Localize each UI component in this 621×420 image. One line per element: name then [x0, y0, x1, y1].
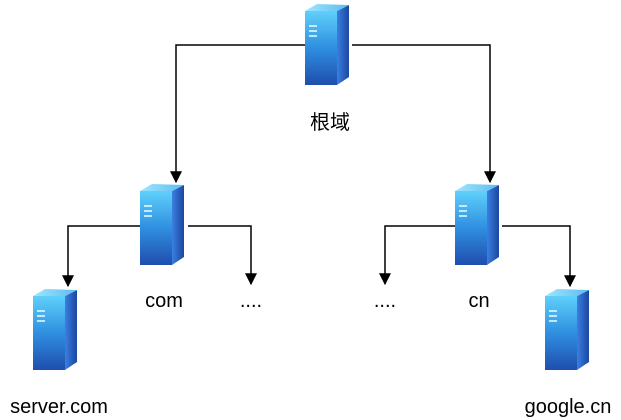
google-cn-icon [545, 289, 589, 370]
cn-dots-label: .... [374, 290, 396, 312]
root-server-icon [305, 4, 349, 85]
edge-cn-to-google [502, 225, 576, 288]
edge-root-to-com [170, 44, 306, 184]
edge-com-to-server [62, 225, 140, 288]
server-com-label: server.com [10, 396, 108, 418]
root-label: 根域 [310, 111, 350, 134]
cn-label: cn [468, 290, 489, 312]
edge-com-to-dots [188, 225, 257, 286]
server-com-icon [33, 289, 77, 370]
edge-cn-to-dots [379, 225, 455, 286]
edge-root-to-cn [352, 44, 496, 184]
com-label: com [145, 290, 183, 312]
com-server-icon [140, 184, 184, 265]
com-dots-label: .... [240, 290, 262, 312]
google-cn-label: google.cn [525, 396, 612, 418]
cn-server-icon [455, 184, 499, 265]
